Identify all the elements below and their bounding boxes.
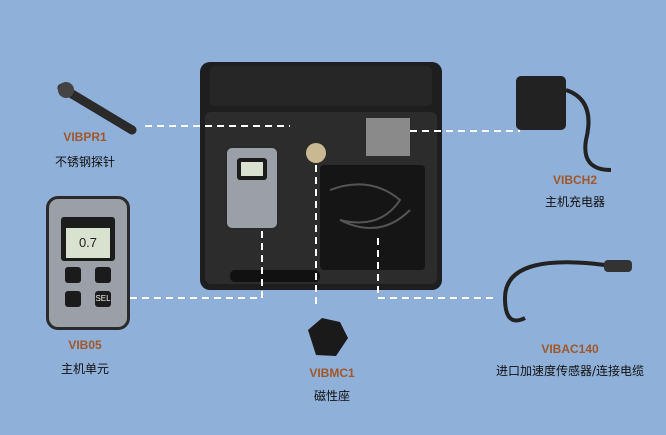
label-code-vibmc1: VIBMC1 <box>309 366 355 380</box>
label-code-vibpr1: VIBPR1 <box>63 130 107 144</box>
connector-lines <box>130 125 520 305</box>
device-display: 0.7 <box>66 228 110 258</box>
label-desc-vibpr1: 不锈钢探针 <box>54 155 115 169</box>
charger-in-case <box>366 118 410 156</box>
label-desc-vibac140: 进口加速度传感器/连接电缆 <box>495 364 645 378</box>
device-button-3 <box>65 291 81 307</box>
device-button-1 <box>65 267 81 283</box>
sensor-cable <box>502 260 632 323</box>
charger <box>516 76 612 172</box>
magnetic-base <box>308 318 348 356</box>
label-code-vibch2: VIBCH2 <box>552 173 597 187</box>
device-button-2 <box>95 267 111 283</box>
label-code-vibac140: VIBAC140 <box>541 342 599 356</box>
label-code-vib05: VIB05 <box>68 338 102 352</box>
probe <box>57 82 137 135</box>
label-desc-vibmc1: 磁性座 <box>313 389 350 403</box>
magnetic-base-in-case <box>306 143 326 163</box>
label-desc-vib05: 主机单元 <box>60 362 109 376</box>
device-sel-button: SEL <box>95 291 111 307</box>
main-unit-device: 0.7 SEL <box>46 196 130 330</box>
label-desc-vibch2: 主机充电器 <box>544 195 605 209</box>
device-in-case <box>225 146 279 230</box>
